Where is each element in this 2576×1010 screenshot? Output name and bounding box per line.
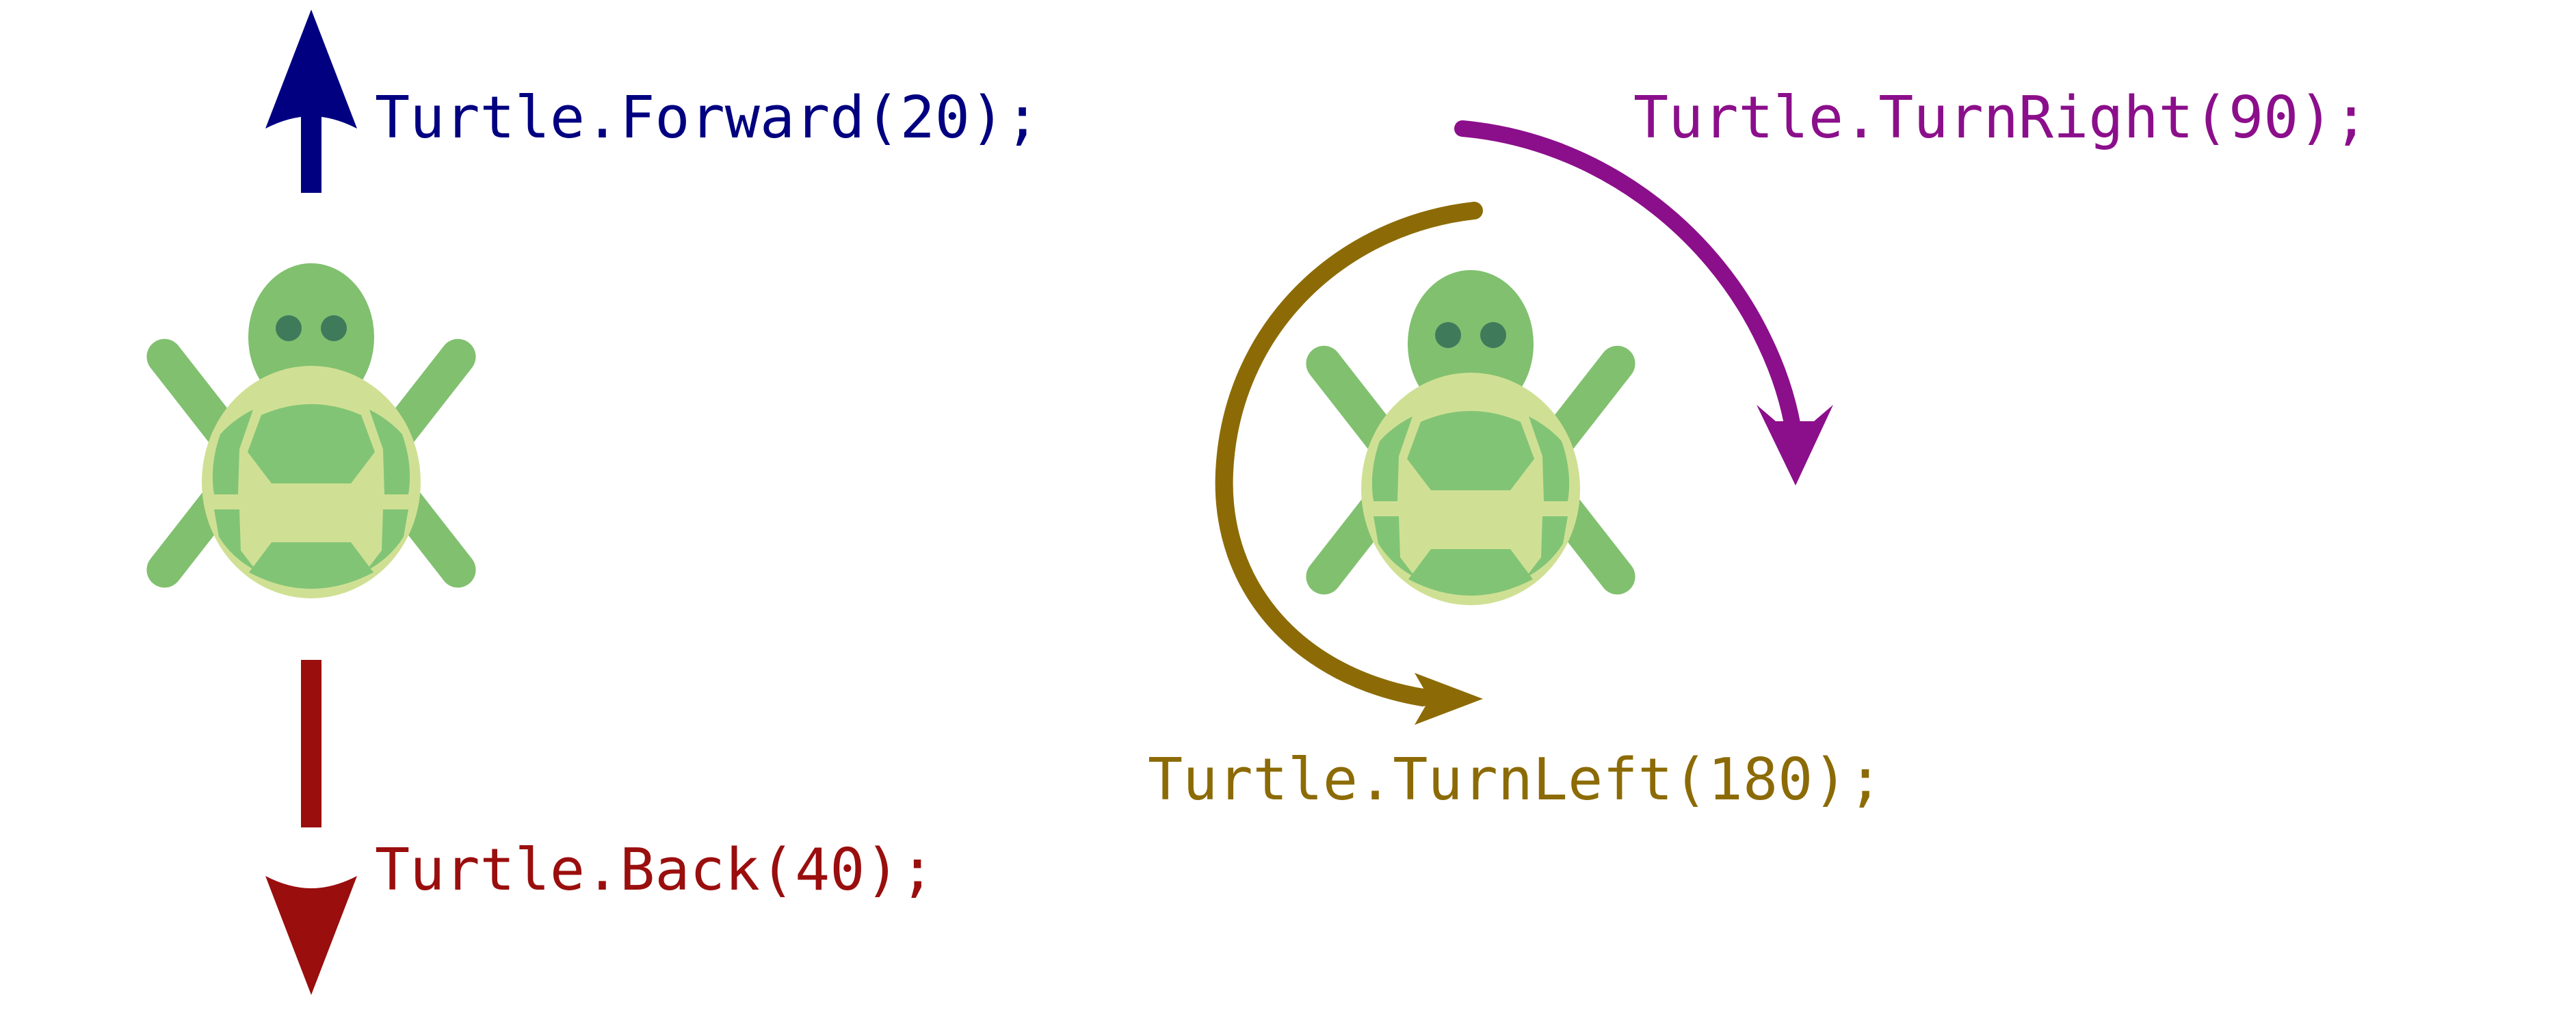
turn-right-arc — [1454, 120, 1833, 486]
turtle-left — [139, 263, 484, 598]
turtle-right — [1298, 270, 1643, 605]
back-arrow — [265, 660, 357, 995]
back-command-label: Turtle.Back(40); — [375, 836, 935, 904]
turn-left-command-label: Turtle.TurnLeft(180); — [1148, 746, 1883, 814]
forward-command-label: Turtle.Forward(20); — [375, 84, 1040, 152]
forward-arrow — [265, 10, 357, 193]
turn-left-arc — [1215, 202, 1483, 725]
turn-right-command-label: Turtle.TurnRight(90); — [1633, 84, 2369, 152]
